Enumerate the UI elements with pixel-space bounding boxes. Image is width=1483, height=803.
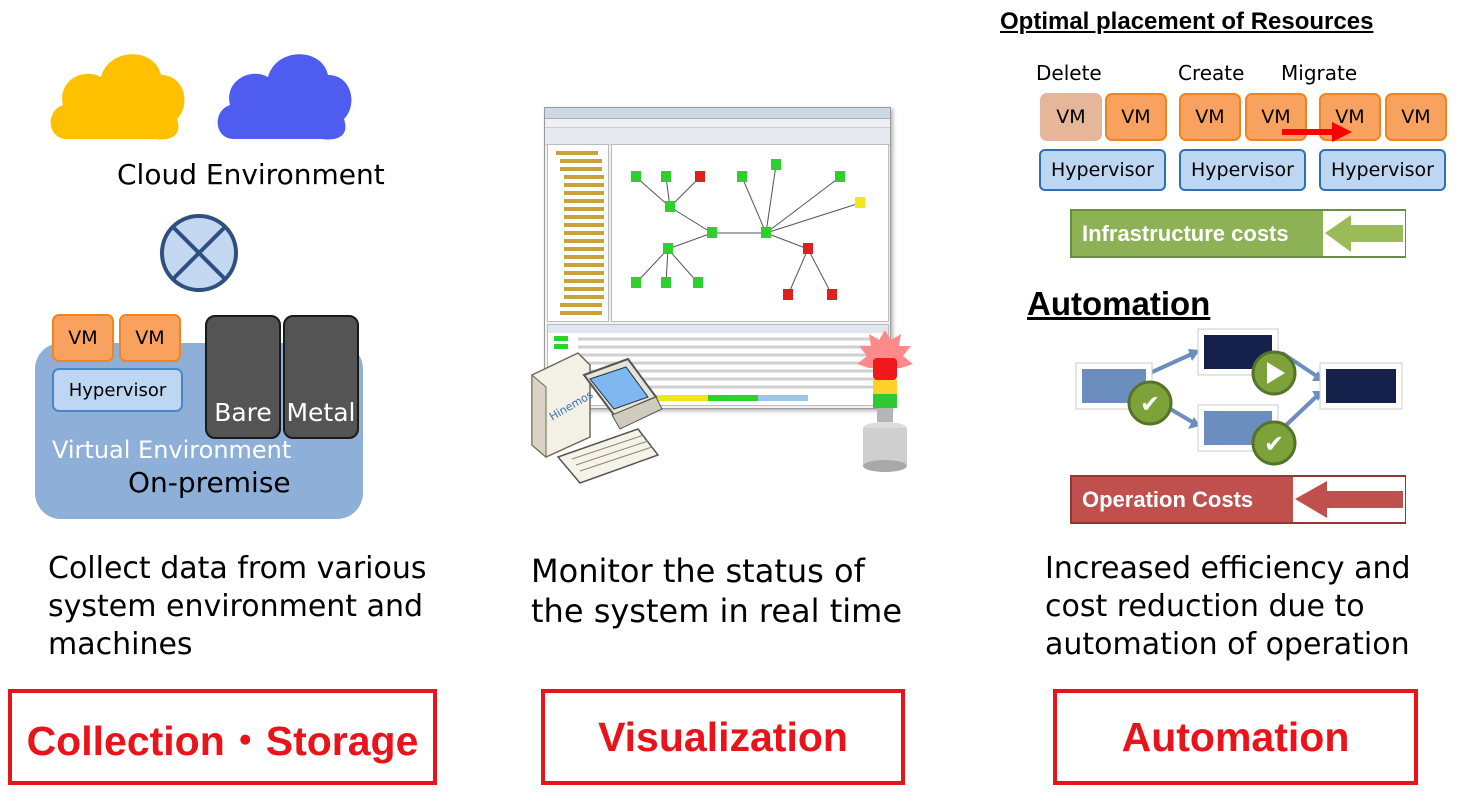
optimal-placement-title: Optimal placement of Resources	[1000, 8, 1374, 35]
infra-reduce-arrow-icon	[1323, 211, 1405, 256]
automation-description-line-1: Increased efficiency and	[1045, 551, 1411, 586]
automation-description: Increased efficiency and cost reduction …	[1045, 550, 1411, 664]
vm-box-left-2: VM	[119, 314, 181, 362]
scope-tree-lines	[556, 151, 604, 315]
automation-description-line-2: cost reduction due to	[1045, 589, 1365, 624]
visualization-description-line-1: Monitor the status of	[531, 552, 865, 590]
vm-box-left-1: VM	[52, 314, 114, 362]
infrastructure-costs-label: Infrastructure costs	[1082, 220, 1289, 246]
monitoring-screenshot	[544, 107, 891, 409]
bare-label: Bare	[214, 398, 272, 427]
hypervisor-box-left: Hypervisor	[52, 368, 183, 412]
action-delete-label: Delete	[1036, 61, 1102, 85]
vm-box-right-6: VM	[1385, 93, 1447, 141]
node-map	[631, 159, 865, 300]
bare-metal-server-1: Bare	[205, 315, 281, 439]
hypervisor-box-right-1: Hypervisor	[1039, 149, 1166, 191]
yellow-cloud-icon	[50, 54, 185, 140]
cloud-environment-label: Cloud Environment	[117, 158, 385, 191]
visualization-button[interactable]: Visualization	[541, 689, 905, 785]
scope-tree-panel	[547, 144, 609, 322]
vm-box-right-3: VM	[1179, 93, 1241, 141]
collection-description: Collect data from various system environ…	[48, 550, 427, 664]
collection-description-line-2: system environment and	[48, 589, 424, 624]
alert-signal-light-icon	[857, 330, 913, 472]
vm-box-right-4: VM	[1245, 93, 1307, 141]
automation-button[interactable]: Automation	[1053, 689, 1418, 785]
migrate-arrow-icon	[1282, 122, 1352, 142]
action-migrate-label: Migrate	[1281, 61, 1358, 85]
window-toolbar	[545, 128, 890, 145]
window-titlebar	[545, 108, 890, 119]
hypervisor-box-right-2: Hypervisor	[1179, 149, 1306, 191]
bare-metal-server-2: Metal	[283, 315, 359, 439]
visualization-description-line-2: the system in real time	[531, 592, 902, 630]
collection-description-line-3: machines	[48, 627, 193, 662]
action-create-label: Create	[1178, 61, 1245, 85]
collection-storage-button[interactable]: Collection・Storage	[8, 689, 437, 785]
on-premise-label: On-premise	[128, 466, 291, 499]
svg-text:✔: ✔	[1264, 430, 1284, 458]
connection-cross-icon	[160, 214, 238, 292]
hypervisor-box-right-3: Hypervisor	[1319, 149, 1446, 191]
vm-deleted: VM	[1040, 93, 1102, 141]
map-nodes	[631, 159, 865, 300]
metal-label: Metal	[286, 398, 356, 427]
blue-cloud-icon	[217, 54, 352, 140]
automation-description-line-3: automation of operation	[1045, 627, 1410, 662]
node-map-panel	[611, 144, 889, 322]
operation-costs-label: Operation Costs	[1082, 486, 1254, 512]
svg-text:✔: ✔	[1140, 390, 1160, 418]
vm-box-right-2: VM	[1105, 93, 1167, 141]
collection-description-line-1: Collect data from various	[48, 551, 427, 586]
automation-heading: Automation	[1027, 285, 1211, 322]
operation-reduce-arrow-icon	[1293, 477, 1405, 522]
computer-terminal-icon: Hinemos	[531, 352, 663, 484]
window-menubar	[545, 119, 890, 128]
visualization-description: Monitor the status of the system in real…	[531, 551, 902, 631]
virtual-environment-label: Virtual Environment	[52, 436, 292, 464]
automation-flow-diagram: ✔ ✔	[1075, 328, 1403, 466]
